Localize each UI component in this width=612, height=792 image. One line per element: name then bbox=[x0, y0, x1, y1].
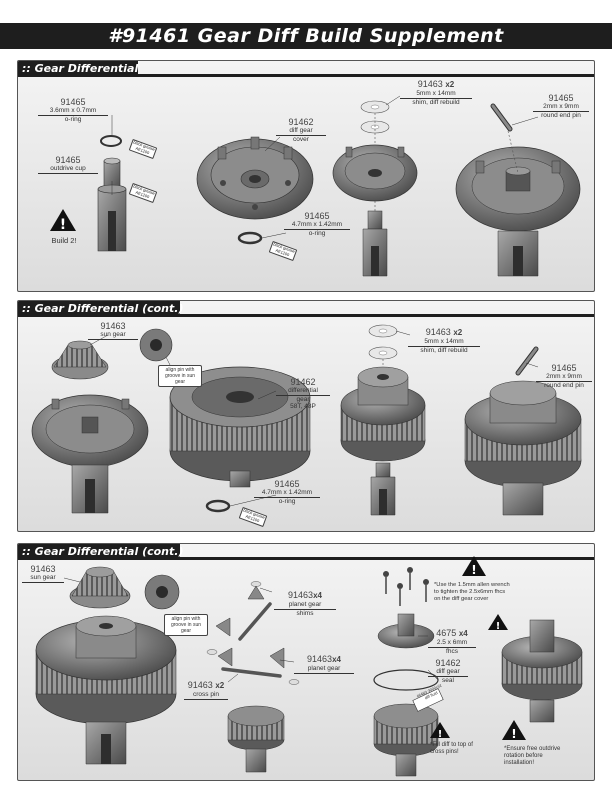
align-note: align pin with groove in sun gear bbox=[164, 614, 208, 636]
callout-oring-large: 91465 4.7mm x 1.42mm o-ring bbox=[284, 211, 350, 237]
oring-part bbox=[205, 499, 231, 513]
panel-3-illustrations: ! ! ! ! bbox=[35, 556, 583, 777]
callout-cross-pin: 91463 x2 cross pin bbox=[184, 680, 228, 700]
panel-gear-differential-cont-2: :: Gear Differential (cont.) bbox=[17, 543, 595, 781]
planet-gear-part bbox=[269, 647, 285, 669]
sun-gear-side-part bbox=[144, 574, 180, 610]
planet-gear-part bbox=[217, 647, 233, 667]
warning-icon: ! bbox=[430, 722, 450, 740]
warning-icon: ! bbox=[462, 556, 486, 577]
panel-1-illustrations: ! bbox=[50, 95, 581, 277]
panel-gear-differential: :: Gear Differential ! bbox=[17, 60, 595, 292]
callout-planet-gear-shims: 91463x4 planet gear shims bbox=[274, 590, 336, 617]
warning-icon: ! bbox=[502, 720, 526, 741]
diff-cover-part bbox=[196, 136, 314, 220]
panel-2-illustrations bbox=[31, 324, 582, 516]
completed-diff-part bbox=[501, 619, 583, 723]
svg-text:!: ! bbox=[60, 217, 66, 233]
panel-heading: :: Gear Differential (cont.) bbox=[22, 545, 184, 558]
callout-diff-gear-cover: 91462 diff gear cover bbox=[276, 117, 326, 143]
diff-cover-with-pin-part bbox=[455, 146, 581, 277]
callout-outdrive-cup: 91465 outdrive cup bbox=[38, 155, 98, 174]
callout-differential-gear: 91462 differential gear 58T, 48P bbox=[276, 377, 330, 411]
callout-round-end-pin: 91465 2mm x 9mm round end pin bbox=[536, 363, 592, 389]
planet-gear-shim-part bbox=[288, 679, 300, 685]
panel-header: :: Gear Differential bbox=[18, 61, 594, 77]
differential-gear-part bbox=[169, 366, 311, 482]
sun-gear-side-part bbox=[139, 328, 173, 362]
planet-gear-shim-part bbox=[206, 649, 218, 655]
round-end-pin-part bbox=[515, 346, 539, 376]
diff-cover-part bbox=[31, 394, 149, 514]
header-rule bbox=[18, 74, 594, 77]
header-tab bbox=[18, 544, 180, 560]
warning-text: Build 2! bbox=[51, 236, 77, 245]
fhcs-screw-part bbox=[383, 567, 429, 606]
fill-note: *Fill diff to top of cross pins! bbox=[430, 742, 473, 755]
svg-text:!: ! bbox=[511, 727, 516, 741]
panel-header: :: Gear Differential (cont.) bbox=[18, 544, 594, 560]
outdrive-cup-part bbox=[370, 462, 396, 516]
callout-planet-gear: 91463x4 planet gear bbox=[294, 654, 354, 674]
callout-fhcs: 4675 x4 2.5 x 6mm fhcs bbox=[428, 628, 476, 655]
header-tab bbox=[18, 301, 180, 317]
oring-part bbox=[100, 135, 122, 147]
diff-cover-part bbox=[377, 613, 435, 649]
page-title: #91461 Gear Diff Build Supplement bbox=[108, 25, 504, 47]
header-tab bbox=[18, 61, 138, 77]
panel-gear-differential-cont-1: :: Gear Differential (cont.) bbox=[17, 300, 595, 532]
outdrive-cup-part bbox=[362, 210, 388, 277]
wrench-note: *Use the 1.5mm allen wrench to tighten t… bbox=[434, 582, 510, 602]
sun-gear-part bbox=[51, 340, 109, 380]
warning-icon: ! bbox=[488, 614, 508, 632]
svg-text:!: ! bbox=[438, 729, 443, 740]
diff-assembly-part bbox=[340, 366, 426, 462]
diff-gear-small-assembly-part bbox=[227, 705, 285, 773]
header-rule bbox=[18, 557, 594, 560]
header-rule bbox=[18, 314, 594, 317]
callout-oring: 91465 4.7mm x 1.42mm o-ring bbox=[254, 479, 320, 505]
cross-pin-part bbox=[221, 667, 282, 678]
callout-oring: 91465 3.6mm x 0.7mm o-ring bbox=[38, 97, 108, 123]
planet-gear-part bbox=[215, 617, 231, 637]
oring-large-part bbox=[237, 231, 263, 245]
callout-sun-gear: 91463 sun gear bbox=[22, 564, 64, 583]
callout-sun-gear: 91463 sun gear bbox=[88, 321, 138, 340]
title-bar bbox=[0, 23, 612, 49]
sun-gear-part bbox=[69, 566, 131, 609]
diff-cover-assembled-part bbox=[332, 144, 418, 202]
callout-diff-gear-seal: 91462 diff gear seal bbox=[428, 658, 468, 684]
panel-header: :: Gear Differential (cont.) bbox=[18, 301, 594, 317]
diff-assembly-part bbox=[35, 615, 177, 765]
svg-text:!: ! bbox=[496, 621, 501, 632]
callout-round-end-pin: 91465 2mm x 9mm round end pin bbox=[533, 93, 589, 119]
cross-pin-part bbox=[238, 602, 272, 641]
svg-text:!: ! bbox=[471, 563, 476, 577]
diff-gear-part bbox=[373, 703, 439, 777]
ensure-note: *Ensure free outdrive rotation before in… bbox=[504, 746, 561, 766]
callout-shim: 91463 x2 5mm x 14mm shim, diff rebuild bbox=[400, 79, 472, 106]
callout-shim: 91463 x2 5mm x 14mm shim, diff rebuild bbox=[408, 327, 480, 354]
align-note: align pin with groove in sun gear bbox=[158, 365, 202, 387]
panel-heading: :: Gear Differential bbox=[22, 62, 139, 75]
diff-fluid-bottle-part bbox=[412, 688, 444, 712]
differential-gear-hub-part bbox=[229, 470, 251, 488]
warning-icon: ! bbox=[50, 209, 76, 233]
planet-gear-part bbox=[247, 585, 265, 600]
round-end-pin-part bbox=[490, 103, 513, 132]
outdrive-cup-part bbox=[97, 157, 127, 252]
diff-assembly-with-pin-part bbox=[464, 380, 582, 516]
panel-heading: :: Gear Differential (cont.) bbox=[22, 302, 184, 315]
